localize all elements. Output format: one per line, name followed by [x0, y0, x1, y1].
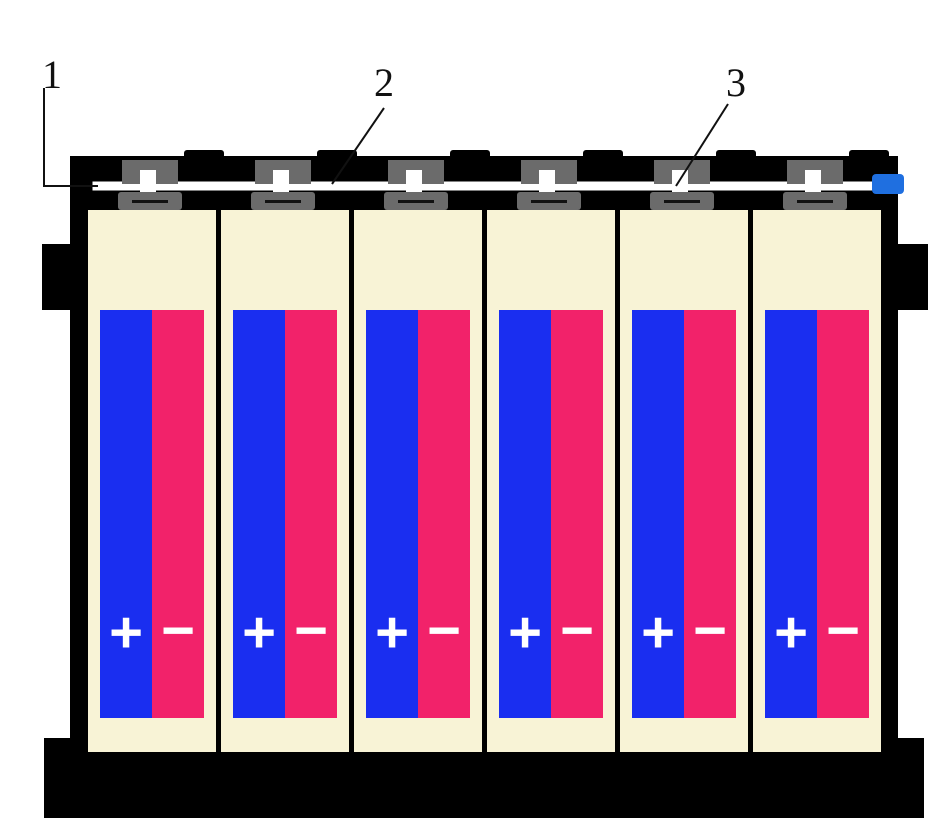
- lid-vent: [583, 150, 623, 162]
- left-handle: [42, 244, 74, 310]
- connector-5: [650, 160, 714, 210]
- positive-plate: [100, 310, 152, 718]
- cell-6: +−: [753, 210, 881, 752]
- positive-sign: +: [508, 600, 542, 665]
- negative-sign: −: [427, 598, 461, 663]
- cell-1: +−: [88, 210, 216, 752]
- terminal: [872, 174, 904, 194]
- negative-plate: [551, 310, 603, 718]
- negative-sign: −: [826, 598, 860, 663]
- positive-plate: [765, 310, 817, 718]
- leader-line-3: [675, 103, 729, 187]
- cell-4: +−: [487, 210, 615, 752]
- negative-sign: −: [294, 598, 328, 663]
- positive-sign: +: [774, 600, 808, 665]
- positive-plate: [499, 310, 551, 718]
- negative-sign: −: [161, 598, 195, 663]
- positive-sign: +: [641, 600, 675, 665]
- negative-sign: −: [693, 598, 727, 663]
- negative-plate: [684, 310, 736, 718]
- positive-plate: [366, 310, 418, 718]
- connector-4: [517, 160, 581, 210]
- lid-vent: [849, 150, 889, 162]
- lid-vent: [450, 150, 490, 162]
- leader-line-1: [43, 88, 98, 187]
- positive-sign: +: [242, 600, 276, 665]
- positive-plate: [632, 310, 684, 718]
- cells: +−+−+−+−+−+−: [88, 210, 881, 752]
- cell-2: +−: [221, 210, 349, 752]
- lid-vent: [184, 150, 224, 162]
- positive-plate: [233, 310, 285, 718]
- negative-plate: [152, 310, 204, 718]
- negative-plate: [817, 310, 869, 718]
- negative-plate: [418, 310, 470, 718]
- cell-3: +−: [354, 210, 482, 752]
- callout-label-1: 1: [42, 52, 62, 97]
- lid-vent: [716, 150, 756, 162]
- lid-vent: [317, 150, 357, 162]
- cell-connectors: [91, 150, 904, 210]
- negative-plate: [285, 310, 337, 718]
- cell-5: +−: [620, 210, 748, 752]
- connector-2: [251, 160, 315, 210]
- callout-label-2: 2: [374, 60, 394, 105]
- connector-strap: [91, 180, 879, 192]
- connector-3: [384, 160, 448, 210]
- positive-sign: +: [375, 600, 409, 665]
- leader-line-2: [331, 107, 385, 185]
- negative-sign: −: [560, 598, 594, 663]
- connector-1: [118, 160, 182, 210]
- callout-leaders: [43, 88, 729, 187]
- right-handle: [896, 244, 928, 310]
- connector-6: [783, 160, 847, 210]
- callout-label-3: 3: [726, 60, 746, 105]
- positive-sign: +: [109, 600, 143, 665]
